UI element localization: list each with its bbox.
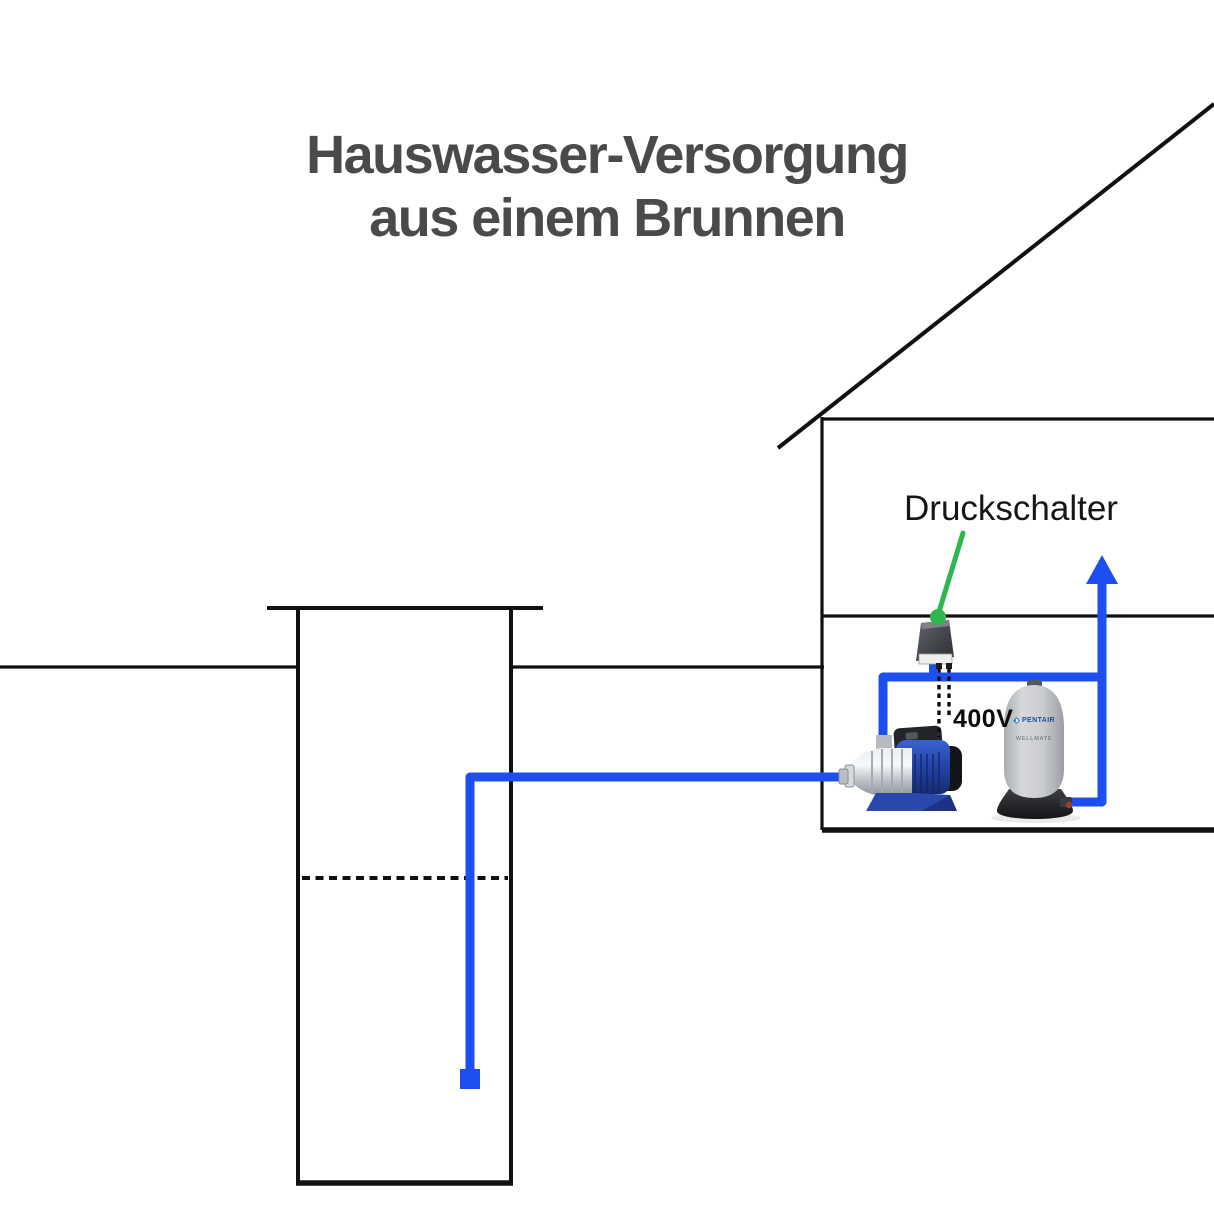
pump-head-ribs (871, 749, 903, 795)
flow-arrow-up-icon (1086, 555, 1118, 677)
pressure-switch-label: Druckschalter (904, 489, 1118, 528)
pump-inlet-nozzle (838, 768, 849, 785)
switch-terminal-1 (936, 663, 942, 669)
tank-model-text: WELLMATE (1015, 736, 1053, 742)
foot-valve (460, 1069, 480, 1089)
suction-pipe (465, 772, 850, 1070)
page-title-line1: Hauswasser-Versorgung (306, 125, 909, 185)
switch-terminal-2 (946, 663, 952, 669)
page-title-line2: aus einem Brunnen (369, 188, 846, 248)
booster-pump (838, 725, 962, 811)
page-title: Hauswasser-Versorgung aus einem Brunnen (0, 124, 1214, 250)
tank-body (1004, 685, 1064, 798)
pressure-switch-body (916, 620, 954, 661)
voltage-label: 400V (953, 705, 1014, 733)
callout-dot (930, 609, 946, 625)
tank-base (997, 789, 1073, 819)
tank-brand-row: PENTAIR (1004, 717, 1064, 724)
roof-line (776, 102, 1214, 450)
pentair-diamond-icon (1012, 717, 1020, 724)
pump-terminal-box-detail (905, 732, 918, 740)
pressure-switch (916, 620, 954, 669)
callout-line (935, 530, 966, 618)
pressure-switch-base-plate (918, 653, 953, 665)
pressure-tank (991, 680, 1081, 823)
discharge-pipe (878, 672, 1102, 746)
pump-base-shadow (922, 795, 957, 811)
tank-outlet-valve (1065, 801, 1073, 809)
tank-pipe (1066, 677, 1107, 807)
tank-brand-text: PENTAIR (1021, 717, 1055, 724)
pump-top-port (876, 735, 892, 749)
